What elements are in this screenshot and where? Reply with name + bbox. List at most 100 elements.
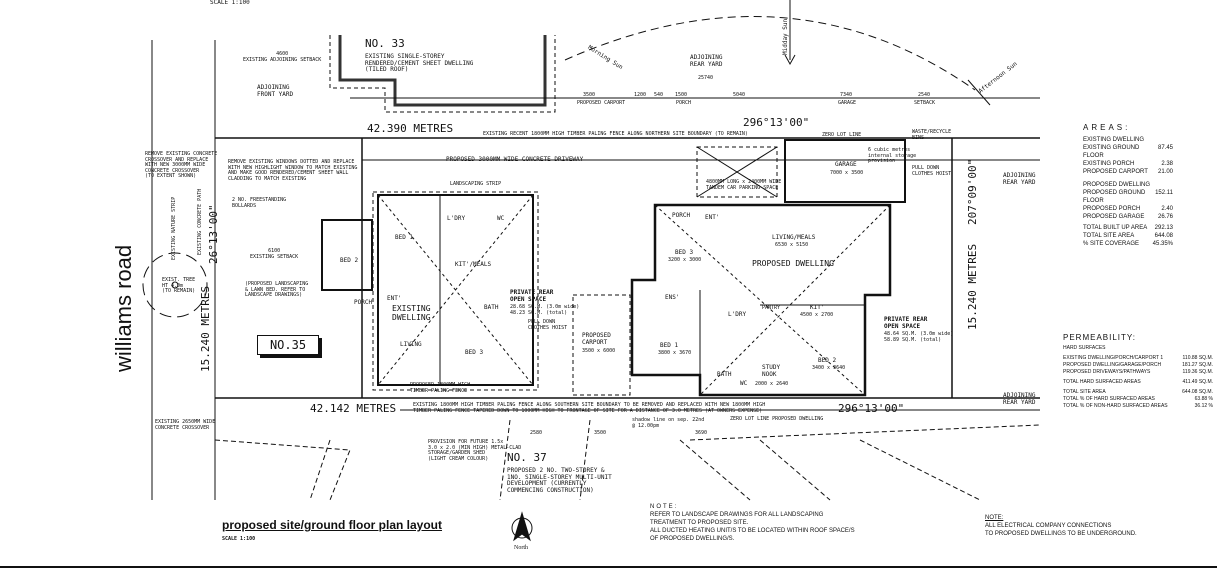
area-label: EXISTING GROUND FLOOR (1083, 145, 1140, 159)
drawing-scale: SCALE 1:100 (222, 536, 256, 542)
crossover-note: REMOVE EXISTING CONCRETE CROSSOVER AND R… (145, 151, 218, 179)
drawing-title: proposed site/ground floor plan layout (222, 518, 443, 532)
dim-label-setback: SETBACK (914, 100, 936, 106)
area-label: PROPOSED GROUND FLOOR (1083, 190, 1146, 204)
dim-top-2: 540 (654, 92, 664, 98)
dim-top-5: 7340 (840, 92, 853, 98)
perm-label: EXISTING DWELLING/PORCH/CARPORT 1 (1063, 355, 1164, 361)
storage-note: 6 cubic metres internal storage provisio… (868, 147, 917, 164)
perm-label: TOTAL % OF NON-HARD SURFACED AREAS (1063, 403, 1168, 409)
existing-dwelling-outline (377, 194, 534, 386)
area-value: 45.35% (1152, 241, 1173, 247)
existing-roof-hips (377, 194, 534, 386)
pd-kit-size: 4500 x 2700 (800, 312, 834, 318)
note2-line: TO PROPOSED DWELLINGS TO BE UNDERGROUND. (985, 531, 1137, 537)
dim-top-0: 3500 (583, 92, 596, 98)
neighbour-no33-roofline (329, 35, 556, 113)
pd-bath: BATH (717, 371, 732, 378)
areas-header: AREAS: (1083, 123, 1131, 132)
ex-room-bed2: BED 2 (340, 257, 359, 264)
zero-lot-top: ZERO LOT LINE (822, 132, 862, 138)
pd-living-name: LIVING/MEALS (772, 234, 816, 241)
tandem-parking-cross (696, 146, 778, 198)
permeability-sub: HARD SURFACES (1063, 345, 1106, 351)
ex-room-porch: PORCH (354, 299, 373, 306)
ex-open-space-area1: 28.68 SQ.M. (3.0m wide) (510, 304, 580, 310)
pd-porch: PORCH (672, 212, 691, 219)
pd-study-name: STUDY NOOK (762, 364, 781, 378)
tree-symbol (142, 252, 208, 318)
ex-room-entry: ENT' (387, 295, 402, 302)
pd-bed1-size: 3800 x 3670 (658, 350, 692, 356)
area-label: % SITE COVERAGE (1083, 241, 1140, 247)
midday-sun-arrowhead (784, 54, 796, 66)
existing-dwelling-title: EXISTING DWELLING (392, 304, 431, 322)
ex-room-kitchen: KIT'/MEALS (455, 261, 492, 268)
pd-garage-size: 7000 x 3500 (830, 170, 864, 176)
note-line: OF PROPOSED DWELLING/S. (650, 536, 735, 542)
concrete-path: EXISTING CONCRETE PATH (197, 188, 203, 255)
landscaping-note: (PROPOSED LANDSCAPING & LAWN BED. REFER … (245, 281, 309, 298)
area-label: PROPOSED CARPORT (1083, 169, 1148, 175)
south-bearing: 296°13'00" (838, 402, 905, 415)
pd-living-size: 6530 x 5150 (775, 242, 809, 248)
waste-bins: WASTE/RECYCLE BINS (912, 129, 952, 141)
zero-lot-bottom: ZERO LOT LINE PROPOSED DWELLING (730, 416, 824, 422)
pd-entry: ENT' (705, 214, 720, 221)
ex-room-living: LIVING (400, 341, 422, 348)
driveway-label: PROPOSED 3000MM WIDE CONCRETE DRIVEWAY (446, 156, 584, 163)
setback-6100: 6100 EXISTING SETBACK (250, 248, 299, 260)
east-bearing: 207°09'00" (966, 158, 979, 225)
notes-block: NOTE: REFER TO LANDSCAPE DRAWINGS FOR AL… (650, 503, 855, 543)
perm-label: TOTAL HARD SURFACED AREAS (1063, 379, 1141, 385)
note-line: ALL DUCTED HEATING UNIT/S TO BE LOCATED … (650, 528, 855, 534)
existing-bed2-outline (321, 219, 373, 291)
areas-table: AREAS: EXISTING DWELLING EXISTING GROUND… (1083, 124, 1173, 248)
pd-bed3-size: 3200 x 3000 (668, 257, 702, 263)
afternoon-sun-arrow (967, 79, 991, 106)
area-value: 87.45 (1157, 145, 1173, 151)
dim-top-6: 2540 (918, 92, 931, 98)
perm-label: PROPOSED DRIVEWAYS/PATHWAYS (1063, 369, 1151, 375)
adjoining-rear-yard-right1: ADJOINING REAR YARD (1003, 172, 1036, 186)
pd-open-space-area2: 58.89 SQ.M. (total) (884, 337, 942, 343)
neighbour-no33-outline (338, 35, 547, 107)
sun-path-arc (564, 16, 976, 91)
area-value: 152.11 (1155, 190, 1173, 196)
area-value: 21.00 (1157, 169, 1173, 175)
dim-top-3: 1500 (675, 92, 688, 98)
tandem-space: 4800MM LONG x 2400MM WIDE TANDEM CAR PAR… (706, 179, 782, 191)
area-label: TOTAL SITE AREA (1083, 233, 1135, 239)
west-bearing: 26°13'00" (207, 204, 220, 264)
north-label: North (514, 545, 528, 551)
note-line: TREATMENT TO PROPOSED SITE. (650, 520, 749, 526)
fence-north-note: EXISTING RECENT 1800MM HIGH TIMBER PALIN… (483, 131, 748, 137)
perm-value: 181.27 SQ.M. (1182, 362, 1213, 368)
crossover-existing: EXISTING 2650MM WIDE CONCRETE CROSSOVER (155, 419, 216, 431)
perm-value: 110.88 SQ.M. (1182, 355, 1213, 361)
carport-size: 3500 x 6000 (582, 348, 616, 354)
carport-outline (572, 294, 631, 396)
area-value: 644.08 (1154, 233, 1173, 239)
north-arrow (511, 511, 533, 542)
permeability-table: PERMEABILITY: HARD SURFACES EXISTING DWE… (1063, 334, 1213, 410)
note2-line: ALL ELECTRICAL COMPANY CONNECTIONS (985, 523, 1112, 529)
perm-value: 63.88 % (1194, 396, 1213, 402)
nature-strip: EXISTING NATURE STRIP (171, 196, 177, 260)
area-label: TOTAL BUILT UP AREA (1083, 225, 1148, 231)
ex-room-bed1: BED 1 (395, 234, 414, 241)
garage-outline (784, 139, 906, 203)
landscaping-strip: LANDSCAPING STRIP (450, 181, 502, 187)
road-name: williams road (111, 244, 136, 372)
dim-label-porch: PORCH (676, 100, 692, 106)
perm-label: TOTAL % OF HARD SURFACED AREAS (1063, 396, 1155, 402)
west-length: 15.240 METRES (199, 285, 212, 372)
carport-title: PROPOSED CARPORT (582, 332, 611, 346)
dim-bottom-2: 3690 (695, 430, 708, 436)
dim-overall-top: 25740 (698, 75, 714, 81)
areas-proposed-title: PROPOSED DWELLING (1083, 182, 1151, 188)
ex-open-space-title: PRIVATE REAR OPEN SPACE (510, 289, 554, 303)
note-line: REFER TO LANDSCAPE DRAWINGS FOR ALL LAND… (650, 512, 824, 518)
perm-value: 119.36 SQ.M. (1182, 369, 1213, 375)
dim-top-1: 1200 (634, 92, 647, 98)
